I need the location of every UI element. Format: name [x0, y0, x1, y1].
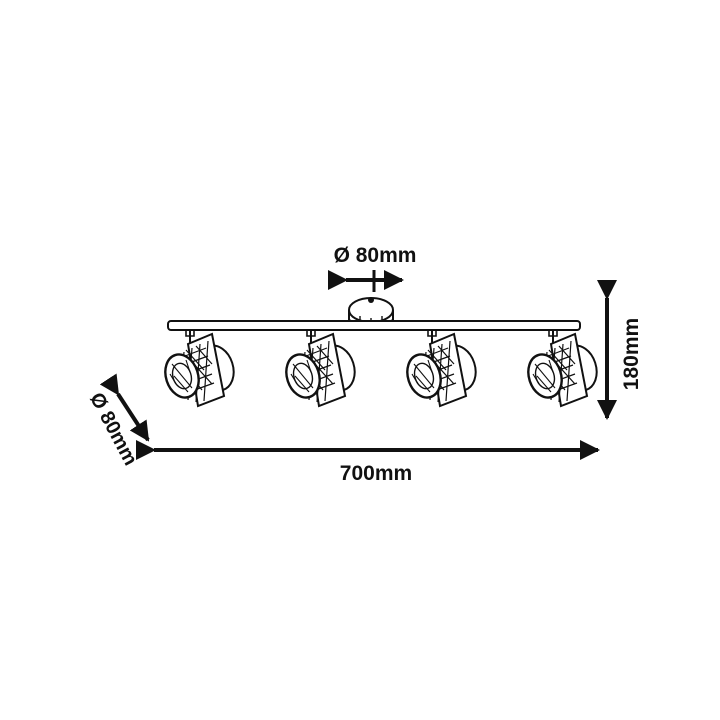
spotlight-2 — [279, 328, 362, 408]
spot-diameter-label: Ø 80mm — [85, 389, 141, 469]
height-label: 180mm — [620, 318, 643, 390]
length-dimension: 700mm — [136, 440, 600, 485]
base-diameter-label: Ø 80mm — [334, 244, 417, 267]
base-diameter-dimension: Ø 80mm — [328, 244, 417, 292]
spotlight-4 — [521, 328, 604, 408]
mounting-bar — [167, 320, 581, 331]
height-dimension: 180mm — [597, 280, 643, 420]
spot-diameter-dimension: Ø 80mm — [85, 373, 150, 469]
spotlight-1 — [158, 328, 241, 408]
spotlight-3 — [400, 328, 483, 408]
length-label: 700mm — [340, 462, 412, 485]
